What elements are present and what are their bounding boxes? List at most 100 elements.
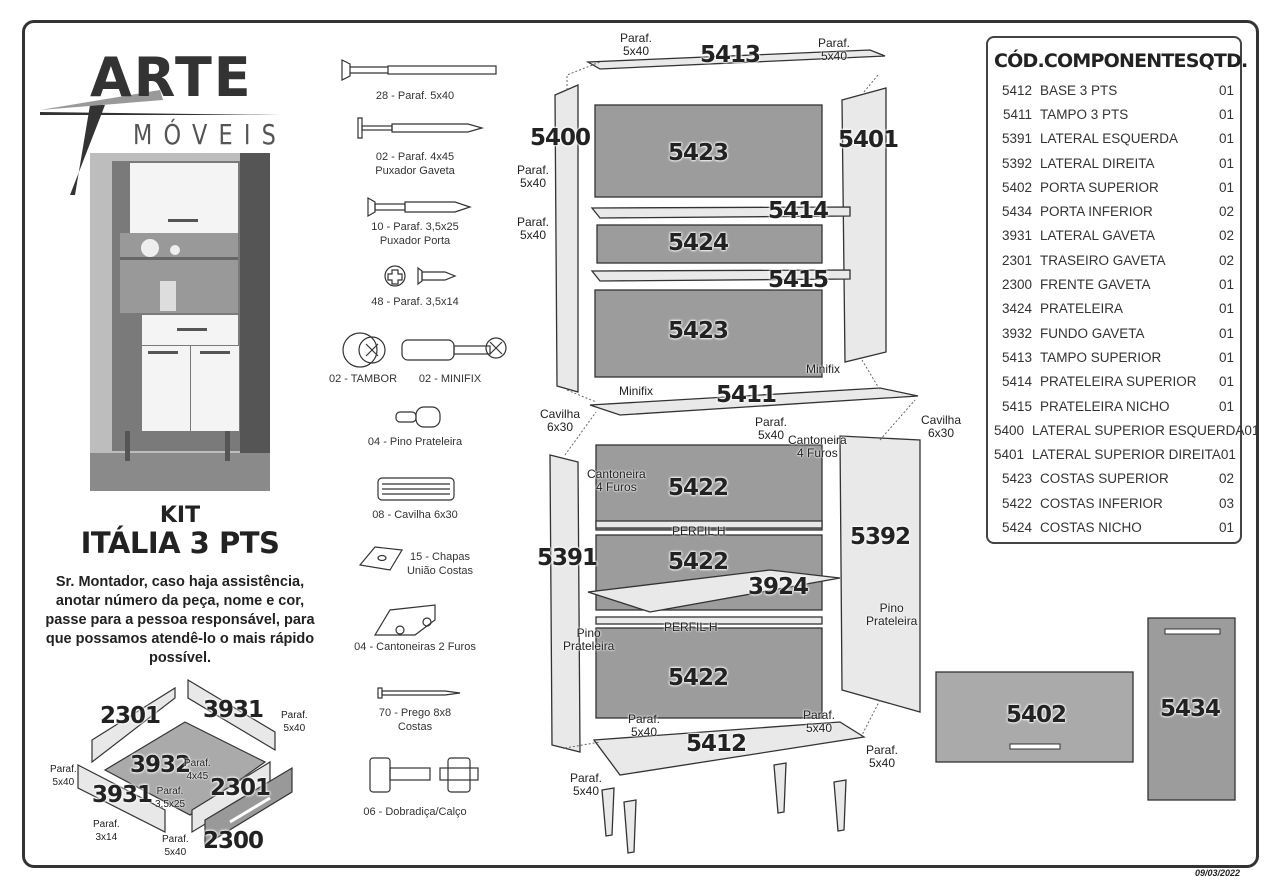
drawer-note: Paraf. 3,5x25 — [155, 786, 186, 810]
part-code: 5411 — [1002, 106, 1032, 122]
part-qty: 01 — [1220, 447, 1236, 463]
hardware-icons — [341, 59, 507, 793]
hinge-icon — [369, 757, 479, 793]
part-qty: 02 — [1218, 204, 1234, 220]
part-qty: 01 — [1218, 398, 1234, 414]
part-code: 5423 — [1001, 471, 1032, 487]
part-code: 5422 — [1001, 495, 1032, 511]
hardware-label: 28 - Paraf. 5x40 — [375, 90, 455, 102]
leg — [601, 787, 615, 837]
bracket-note: Cantoneira 4 Furos — [788, 433, 847, 460]
panel-5423 — [594, 104, 823, 198]
part-code: 5413 — [700, 42, 761, 68]
leg — [833, 779, 847, 832]
hardware-label: 06 - Dobradiça/Calço — [363, 806, 467, 818]
drawer-note: Paraf. 5x40 — [281, 710, 308, 734]
part-name: TAMPO 3 PTS — [1040, 106, 1129, 122]
cam-lock-icon — [342, 332, 386, 368]
part-name: PRATELEIRA SUPERIOR — [1040, 374, 1197, 390]
screw-note: Paraf. 5x40 — [570, 771, 603, 798]
table-row: 5411 TAMPO 3 PTS 01 — [994, 102, 1234, 126]
screw-note: Paraf. 5x40 — [803, 708, 836, 735]
assembler-notice: Sr. Montador, caso haja assistência, ano… — [45, 574, 315, 666]
part-code: 3932 — [1001, 325, 1032, 341]
part-qty: 01 — [1218, 325, 1234, 341]
part-code: 5415 — [768, 267, 829, 293]
drawer-code: 2301 — [210, 775, 271, 801]
nail-icon — [377, 687, 461, 699]
back-plate-icon — [358, 546, 403, 571]
screw-note: Paraf. 5x40 — [517, 163, 550, 190]
drawer-note: Paraf. 4x45 — [184, 758, 211, 782]
drawer-code: 2300 — [203, 828, 264, 854]
part-code: 5411 — [716, 382, 777, 408]
perfil-h — [595, 520, 823, 529]
part-qty: 02 — [1218, 252, 1234, 268]
hardware-label: 04 - Pino Prateleira — [367, 436, 463, 448]
pin-note: Pino Prateleira — [563, 626, 615, 653]
header-components: COMPONENTES — [1043, 50, 1199, 72]
hardware-label: 04 - Cantoneiras 2 Furos — [354, 641, 476, 653]
brand-sub: MÓVEIS — [133, 118, 288, 151]
part-code: 5412 — [686, 731, 747, 757]
part-code: 5401 — [838, 127, 899, 153]
panel-5423 — [594, 289, 823, 378]
part-name: LATERAL DIREITA — [1040, 155, 1155, 171]
part-code: 5412 — [1001, 82, 1032, 98]
pin-note: Pino Prateleira — [866, 601, 918, 628]
part-code: 5422 — [668, 665, 729, 691]
drawer-note: Paraf. 5x40 — [162, 834, 189, 858]
part-code: 5400 — [994, 422, 1025, 438]
hardware-label: 02 - Paraf. 4x45 Puxador Gaveta — [375, 151, 455, 177]
screw-note: Paraf. 5x40 — [818, 36, 851, 63]
screw-note: Paraf. 5x40 — [866, 743, 899, 770]
hardware-label: 70 - Prego 8x8 Costas — [378, 707, 452, 733]
part-code: 5414 — [1001, 374, 1032, 390]
part-qty: 01 — [1218, 106, 1234, 122]
shelf-pin-icon — [395, 406, 441, 428]
hardware-label: 02 - MINIFIX — [418, 373, 482, 385]
part-qty: 02 — [1218, 228, 1234, 244]
part-code: 5414 — [768, 198, 829, 224]
part-code: 3424 — [1001, 301, 1032, 317]
part-qty: 01 — [1218, 519, 1234, 535]
screw-note: Paraf. 5x40 — [517, 215, 550, 242]
screw-note: Paraf. 5x40 — [755, 415, 788, 442]
corner-bracket-icon — [373, 604, 436, 636]
part-code: 5423 — [668, 318, 729, 344]
panel-5422 — [595, 627, 823, 719]
table-header: CÓD. COMPONENTES QTD. — [994, 44, 1248, 78]
screw-note: Paraf. 5x40 — [620, 31, 653, 58]
part-name: FRENTE GAVETA — [1040, 277, 1151, 293]
part-qty: 01 — [1218, 301, 1234, 317]
part-qty: 01 — [1244, 422, 1260, 438]
part-code: 5434 — [1160, 696, 1221, 722]
hardware-label: 10 - Paraf. 3,5x25 Puxador Porta — [371, 221, 459, 247]
part-name: COSTAS INFERIOR — [1040, 495, 1163, 511]
part-code: 2300 — [1001, 277, 1032, 293]
panel-5400 — [554, 84, 579, 393]
part-code: 5402 — [1006, 702, 1067, 728]
product-photo — [90, 153, 270, 491]
screw-icon — [357, 117, 485, 139]
leg — [773, 762, 787, 814]
panel-5415 — [590, 269, 851, 282]
dowel-icon — [377, 477, 455, 501]
part-code: 5424 — [668, 230, 729, 256]
part-name: FUNDO GAVETA — [1040, 325, 1145, 341]
dowel-note: Cavilha 6x30 — [540, 407, 581, 434]
part-code: 5434 — [1001, 204, 1032, 220]
part-name: LATERAL GAVETA — [1040, 228, 1156, 244]
part-name: TAMPO SUPERIOR — [1040, 349, 1162, 365]
